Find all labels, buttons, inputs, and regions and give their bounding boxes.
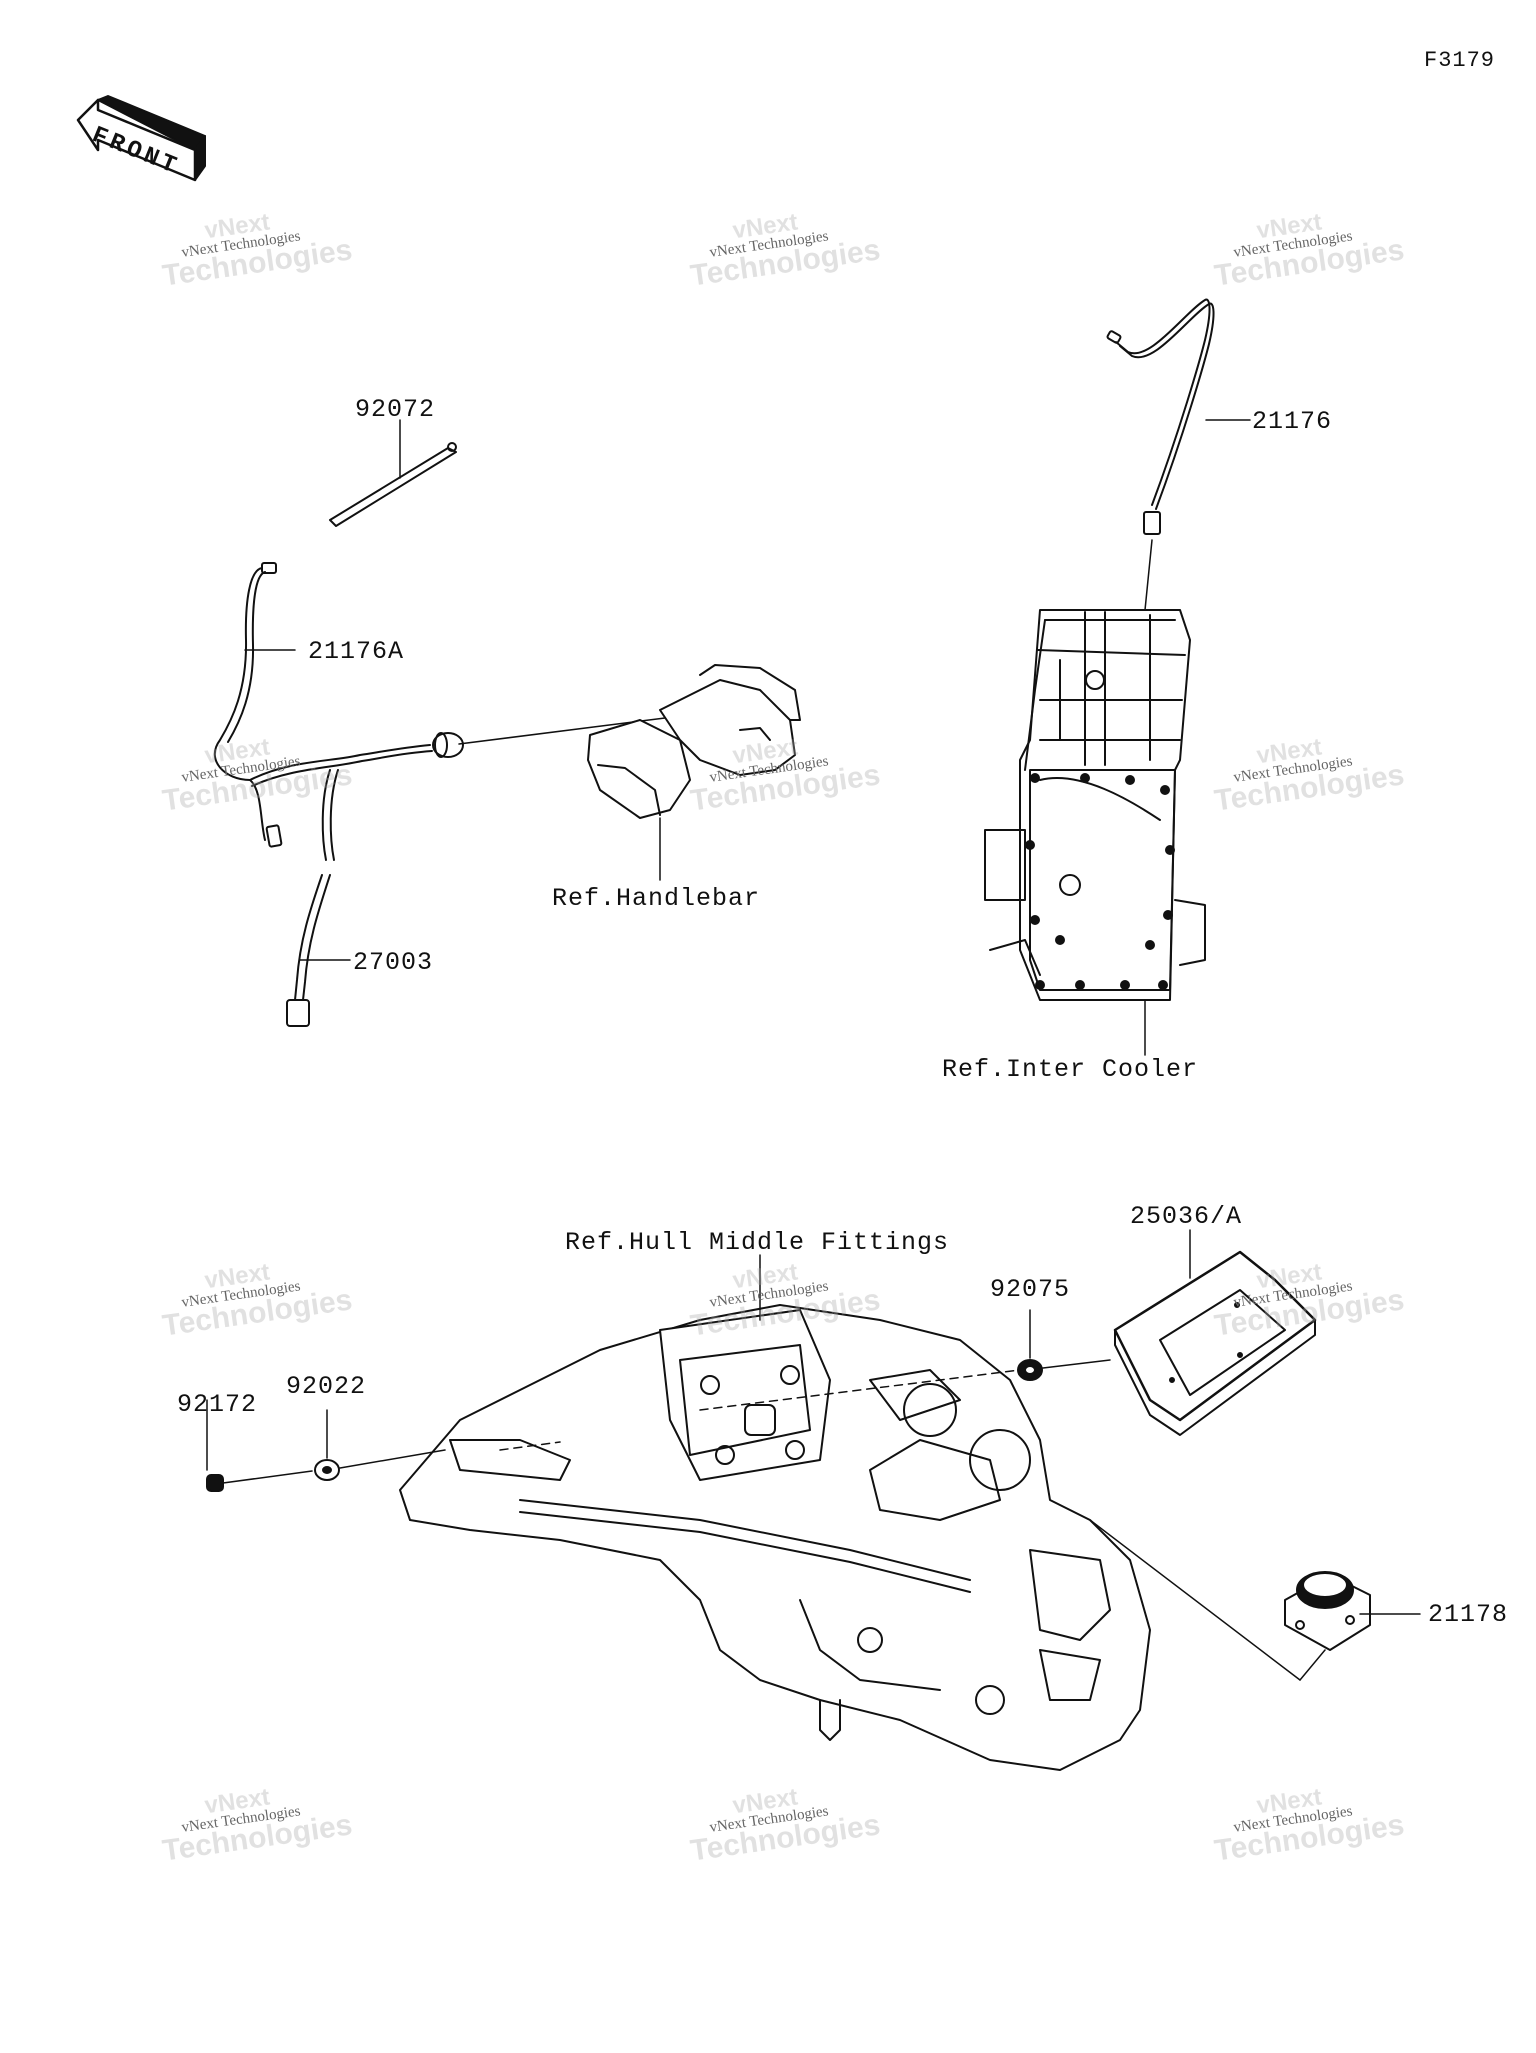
label-25036A: 25036/A xyxy=(1130,1202,1243,1231)
harness-21176A xyxy=(213,562,666,848)
bolt-92172 xyxy=(206,1399,313,1492)
label-27003: 27003 xyxy=(353,948,434,977)
figure-code: F3179 xyxy=(1424,48,1496,73)
label-92075: 92075 xyxy=(990,1275,1071,1304)
label-hull-middle-ref: Ref.Hull Middle Fittings xyxy=(565,1228,950,1257)
label-92172: 92172 xyxy=(177,1390,258,1419)
meter-25036A xyxy=(1113,1229,1317,1436)
label-21176: 21176 xyxy=(1252,407,1333,436)
label-21176A: 21176A xyxy=(308,637,405,666)
sensor-21176 xyxy=(1106,298,1251,611)
label-handlebar-ref: Ref.Handlebar xyxy=(552,884,761,913)
sensor-27003 xyxy=(286,769,351,1027)
label-inter-cooler-ref: Ref.Inter Cooler xyxy=(942,1055,1199,1084)
inter-cooler-ref xyxy=(984,609,1206,1056)
switch-21178 xyxy=(1089,1519,1421,1681)
label-21178: 21178 xyxy=(1428,1600,1509,1629)
nut-92075 xyxy=(1017,1309,1111,1381)
strap-92072 xyxy=(329,419,457,527)
label-92022: 92022 xyxy=(286,1372,367,1401)
front-arrow-icon xyxy=(76,95,206,182)
washer-92022 xyxy=(314,1409,446,1481)
label-92072: 92072 xyxy=(355,395,436,424)
handlebar-ref xyxy=(587,664,801,881)
hull-middle-ref xyxy=(399,1254,1151,1771)
